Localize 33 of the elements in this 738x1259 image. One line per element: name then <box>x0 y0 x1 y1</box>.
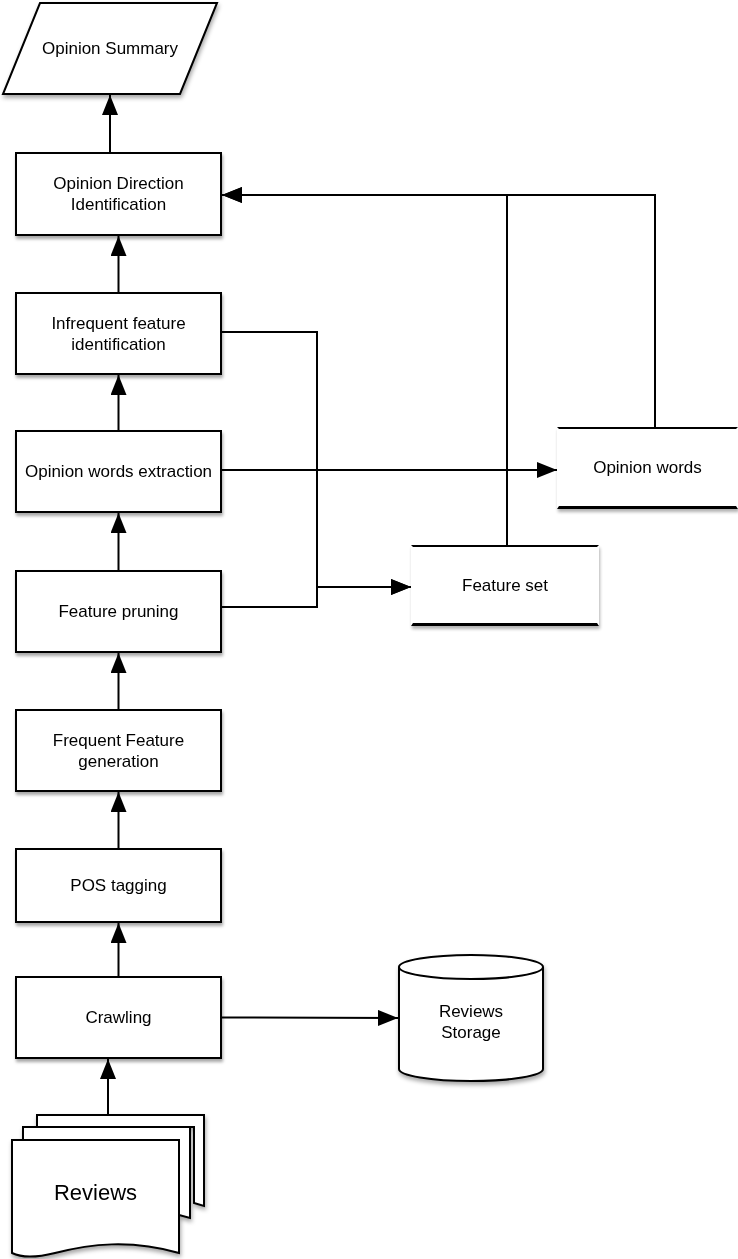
arrow <box>110 374 127 431</box>
arrow <box>110 922 127 977</box>
process-box <box>15 848 222 923</box>
arrow <box>110 235 127 293</box>
node-label: Opinion Direction Identification <box>52 173 185 215</box>
process-box <box>15 570 222 653</box>
node-label: Opinion words extraction <box>24 461 213 482</box>
arrow <box>100 1058 116 1115</box>
process-box <box>15 976 222 1059</box>
process-box <box>15 709 222 792</box>
node-label: Opinion words <box>593 457 702 478</box>
arrow <box>110 791 127 849</box>
node-label: Feature pruning <box>58 601 179 622</box>
arrow <box>221 187 656 428</box>
arrow <box>110 512 127 571</box>
arrow <box>221 462 558 478</box>
process-box <box>15 292 222 375</box>
node-label: Frequent Feature generation <box>51 729 186 772</box>
node-label: Reviews <box>53 1179 138 1206</box>
node-label: Feature set <box>462 574 548 596</box>
arrow <box>221 1009 399 1026</box>
node-label: Crawling <box>85 1007 152 1028</box>
data-store-box <box>411 545 599 626</box>
node-label: POS tagging <box>70 875 167 896</box>
arrow <box>221 579 412 608</box>
arrow <box>110 652 127 710</box>
process-box <box>15 430 222 513</box>
node-label: Opinion Summary <box>41 38 179 59</box>
arrow <box>102 94 118 153</box>
data-store-box <box>557 427 738 509</box>
process-box <box>15 152 222 236</box>
node-label: Infrequent feature identification <box>50 312 187 355</box>
node-label: Reviews Storage <box>437 1001 505 1043</box>
